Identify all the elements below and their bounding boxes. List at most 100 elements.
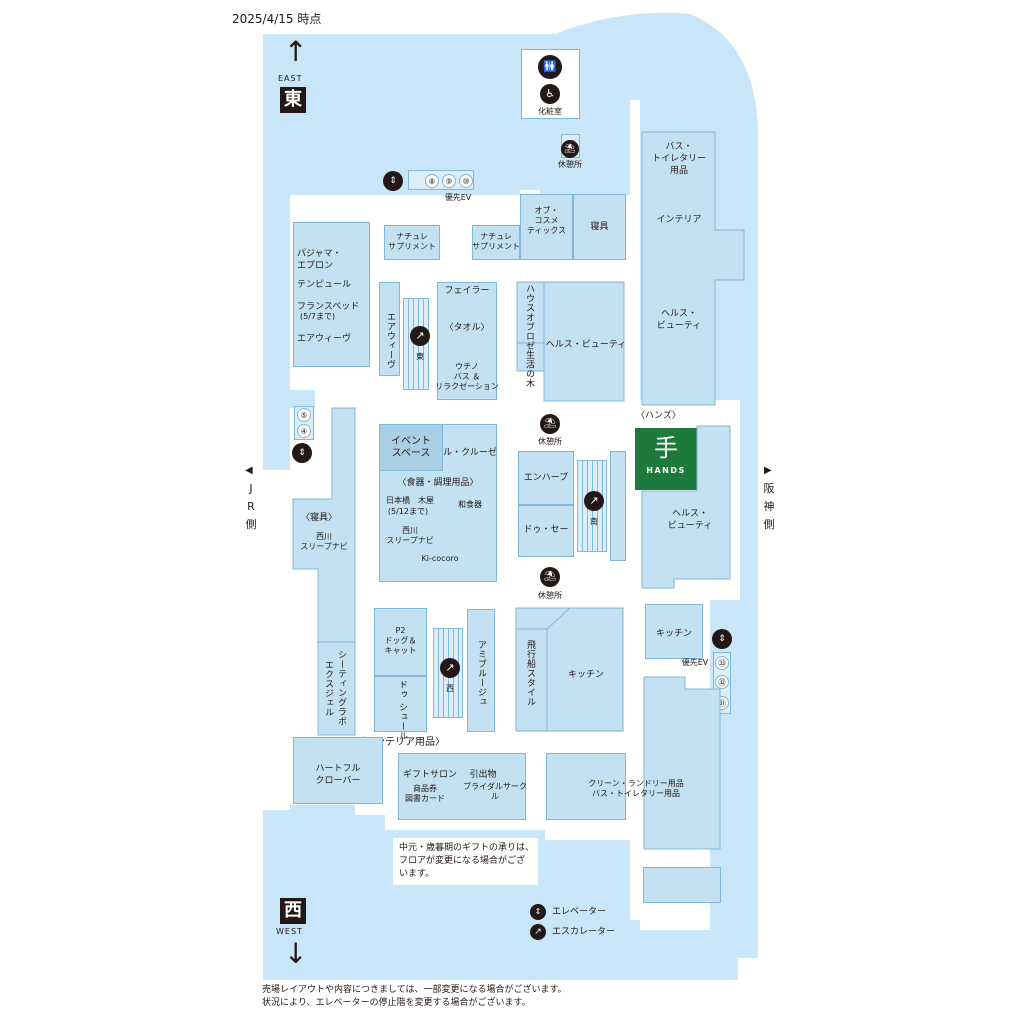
hands-logo[interactable]: 手 HANDS — [635, 428, 697, 490]
shop-label: キッチン — [567, 670, 604, 680]
shop-label: P2 ドッグ＆ キャット — [384, 626, 417, 655]
shop-right-column-shape[interactable] — [640, 130, 750, 410]
rest-area-label: 休憩所 — [558, 160, 582, 169]
elevator-number: ㉝ — [715, 656, 729, 670]
elevator-number: ⑤ — [297, 408, 311, 422]
elevator-icon: ⇕ — [712, 629, 732, 649]
shop-health-beauty-mid-shape[interactable] — [516, 281, 628, 403]
hands-logo-text: HANDS — [646, 466, 686, 475]
shop-p2[interactable] — [374, 608, 427, 676]
shop-label: Ki-cocoro — [421, 554, 459, 563]
hanshin-side-label: 阪 神 側 — [763, 482, 775, 531]
shop-bedding-left-lower-shape[interactable] — [292, 407, 356, 737]
shop-hands-shape[interactable] — [641, 425, 733, 591]
shop-opu-cosmetics[interactable] — [520, 194, 573, 260]
shop-dou-shure[interactable] — [374, 676, 427, 732]
shop-label: ル・クルーゼ — [443, 448, 497, 458]
shop-label: ドゥ・セー — [523, 525, 569, 535]
legend-elevator-label: エレベーター — [552, 907, 607, 917]
shop-dou-se[interactable] — [518, 505, 574, 557]
elevator-icon: ⇕ — [383, 171, 403, 191]
shop-label: 引出物 — [469, 770, 497, 780]
shop-label: ウチノ バス ＆ リラクゼーション — [435, 362, 499, 391]
wheelchair-icon: ♿ — [540, 84, 560, 104]
shop-label: 寝具 — [590, 222, 609, 232]
shop-label: ナチュレ サプリメント — [388, 232, 436, 251]
shop-amirouge[interactable] — [467, 609, 495, 732]
shop-label-note: (5/12まで) — [387, 507, 429, 516]
east-kanji-badge: 東 — [280, 87, 306, 113]
jr-side-label: J R 側 — [245, 482, 257, 531]
hands-section-label: 〈ハンズ〉 — [636, 411, 681, 421]
shop-label: ナチュレ サプリメント — [472, 232, 520, 251]
east-label: EAST — [278, 74, 303, 83]
rest-area-label: 休憩所 — [538, 591, 562, 600]
shop-label: パジャマ・ エプロン — [297, 249, 342, 271]
shop-nachure-1[interactable] — [384, 225, 440, 260]
event-space[interactable] — [379, 424, 443, 471]
shop-label: フランスベッド — [297, 302, 360, 312]
shop-label-vertical: エクスジェル — [323, 660, 333, 717]
interior-section-label: 〈インテリア用品〉 — [355, 737, 445, 748]
shop-label: 西川 スリープナビ — [386, 526, 434, 545]
rest-area-icon: ⛱ — [540, 414, 560, 434]
shop-label: ヘルス・ ビューティ — [656, 309, 702, 331]
shop-enherb[interactable] — [518, 451, 574, 505]
shop-label: 日本橋 木屋 — [386, 496, 434, 505]
shop-label: ヘルス・ ビューティ — [667, 509, 713, 531]
date-label: 2025/4/15 時点 — [232, 12, 322, 26]
shop-label: インテリア — [656, 215, 702, 225]
left-arrow-icon: ◀ — [245, 465, 253, 476]
shop-bedding-left-top[interactable] — [293, 222, 370, 367]
footer-line-2: 状況により、エレベーターの停止階を変更する場合がございます。 — [262, 998, 531, 1008]
notice-text: 中元・歳暮期のギフトの承りは、 フロアが変更になる場合がござ います。 — [399, 843, 535, 879]
south-arrow-icon: ↓ — [284, 937, 308, 970]
footer-line-1: 売場レイアウトや内容につきましては、一部変更になる場合がございます。 — [262, 985, 567, 995]
elevator-number: ④ — [297, 424, 311, 438]
shop-right-lower-shape[interactable] — [643, 676, 723, 852]
elevator-number: ⑩ — [459, 174, 473, 188]
shop-label-vertical: エアウィーヴ — [385, 312, 395, 369]
shop-clean-laundry[interactable] — [546, 753, 626, 820]
west-kanji-badge: 西 — [280, 898, 306, 924]
shop-towel[interactable] — [437, 282, 497, 400]
elevator-icon: ⇕ — [292, 443, 312, 463]
escalator-icon[interactable]: ↗ — [410, 326, 430, 346]
shop-airweave-vertical[interactable] — [379, 282, 400, 376]
hands-logo-mark-icon: 手 — [654, 434, 678, 462]
rest-area-label: 休憩所 — [538, 437, 562, 446]
west-label: WEST — [276, 927, 303, 936]
legend-escalator-label: エスカレーター — [552, 927, 616, 937]
notice-box — [393, 838, 538, 885]
shop-label: ヘルス・ビューティ — [545, 340, 627, 350]
shop-label: キッチン — [655, 629, 692, 639]
restroom-label: 化粧室 — [538, 107, 562, 116]
legend-elevator-icon: ⇕ — [530, 904, 546, 920]
shop-label: エンハーブ — [523, 473, 569, 483]
shop-label: クリーン・ランドリー用品 バス・トイレタリー用品 — [588, 779, 684, 798]
escalator-east-label: 東 — [416, 352, 424, 361]
rest-area-icon: ⛱ — [561, 140, 579, 158]
shop-shingu[interactable] — [573, 194, 626, 260]
shop-kitchen-right[interactable] — [645, 604, 703, 659]
shop-label: ハートフル クローバー — [315, 764, 361, 786]
escalator-icon[interactable]: ↗ — [440, 658, 460, 678]
shop-label-vertical: ハウスオブロゼ — [524, 284, 534, 351]
shop-label: 〈寝具〉 — [300, 513, 337, 523]
shop-gift-salon[interactable] — [398, 753, 526, 820]
shop-label: 西川 スリープナビ — [300, 532, 348, 551]
shop-label: オブ・ コスメ ティックス — [526, 206, 567, 235]
shop-heartful-clover[interactable] — [293, 737, 383, 804]
shop-nachure-2[interactable] — [472, 225, 520, 260]
shop-label: 〈タオル〉 — [444, 323, 490, 333]
rest-area-icon: ⛱ — [540, 567, 560, 587]
north-arrow-icon: ↑ — [284, 35, 308, 68]
escalator-south-label: 南 — [590, 517, 598, 526]
escalator-icon[interactable]: ↗ — [584, 491, 604, 511]
restroom-icon: 🚻 — [538, 55, 562, 79]
shop-kitchen-center-shape[interactable] — [515, 607, 627, 733]
shop-label: エアウィーヴ — [297, 334, 352, 344]
shop-label-vertical: 飛行船スタイル — [525, 640, 535, 707]
shop-label: テンピュール — [297, 280, 352, 290]
shop-label-vertical: ドゥ シュール — [397, 680, 407, 741]
